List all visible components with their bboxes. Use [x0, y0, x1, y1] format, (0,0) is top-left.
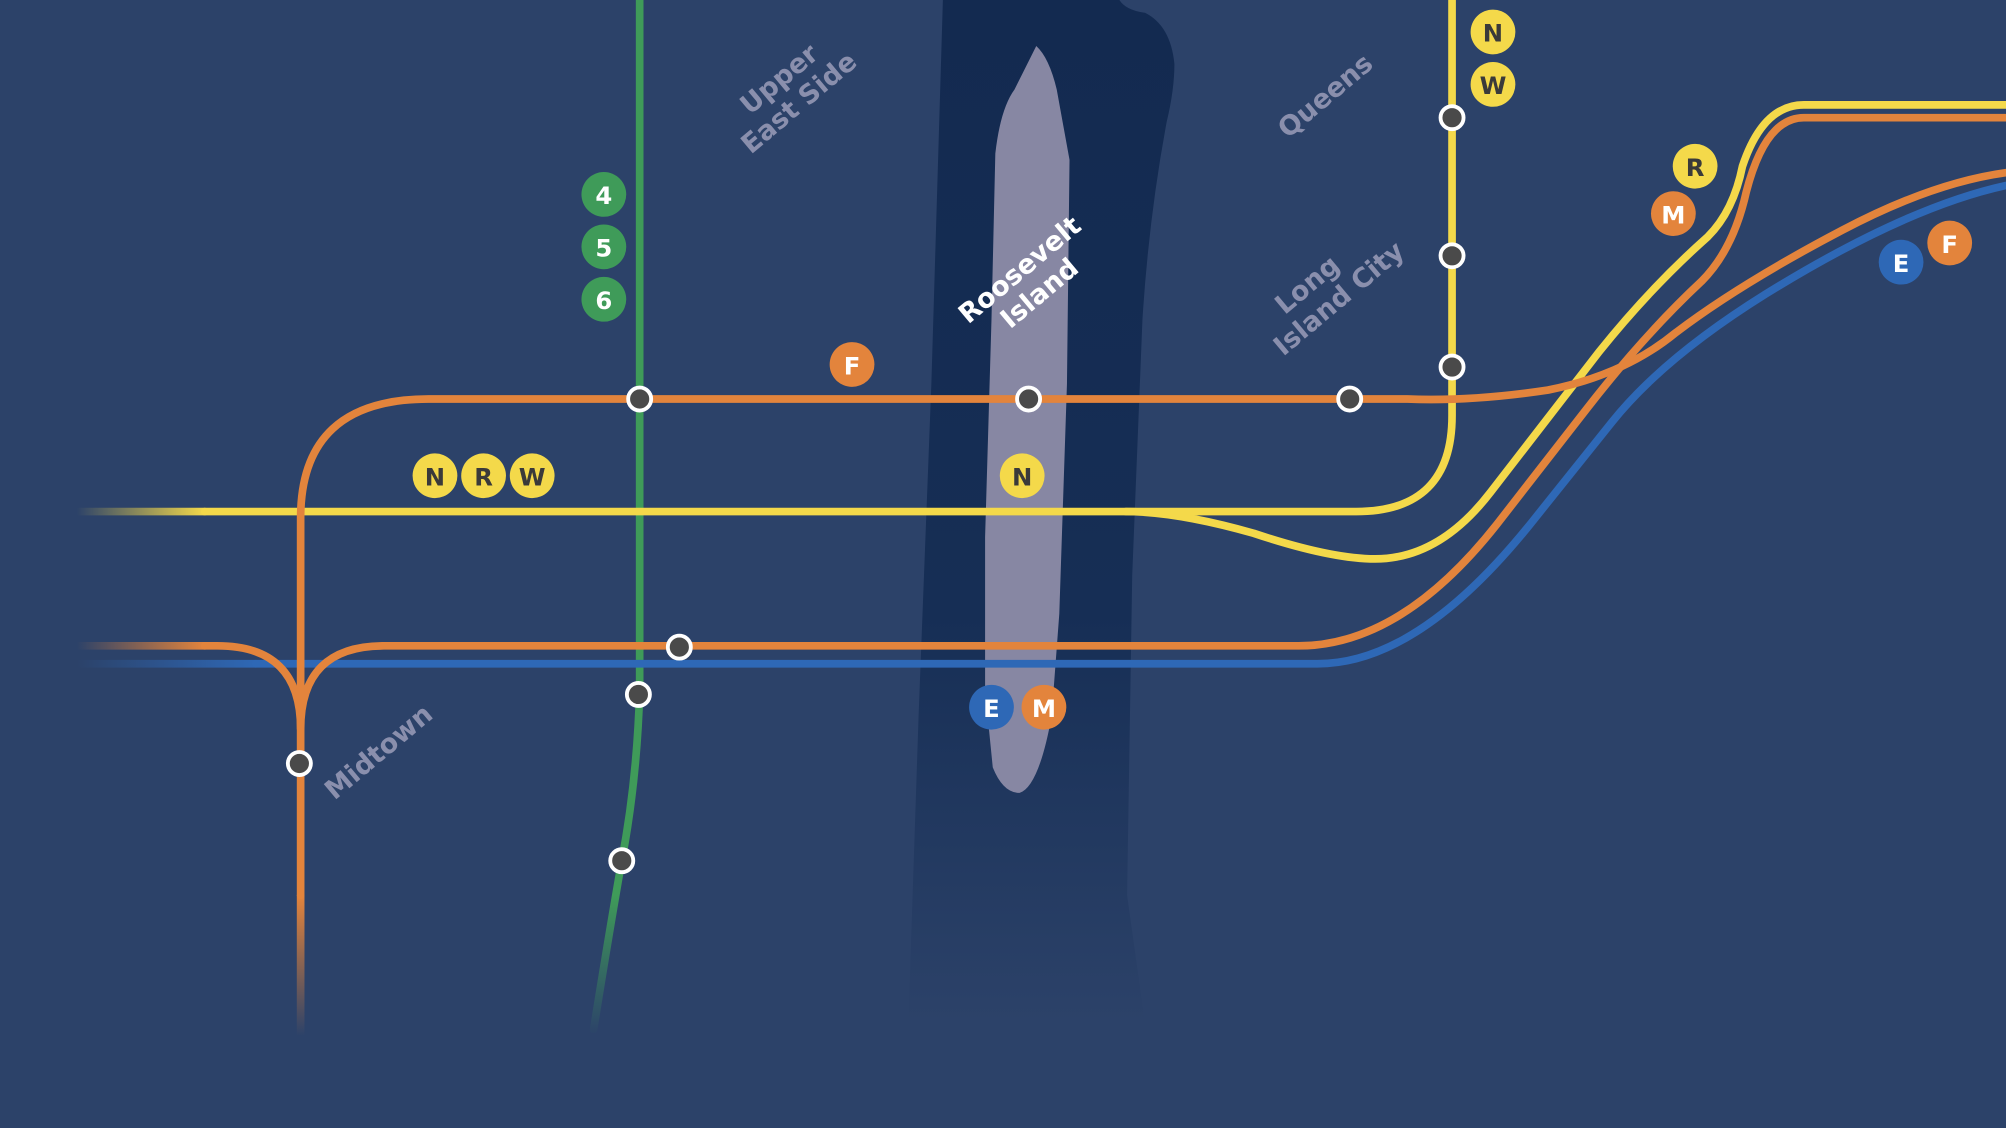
route-badge-w[interactable]: W: [509, 453, 555, 499]
roosevelt-island: [985, 46, 1070, 793]
route-badge-r[interactable]: R: [461, 453, 506, 499]
route-badge-label: R: [474, 463, 493, 492]
route-badge-circle: [1021, 684, 1067, 730]
route-badge-label: F: [1941, 230, 1958, 259]
route-badge-4[interactable]: 4: [581, 172, 627, 217]
station-marker[interactable]: [626, 385, 654, 413]
route-badge-label: M: [1661, 200, 1685, 229]
route-badge-n[interactable]: N: [1470, 9, 1516, 55]
route-badge-circle: [1650, 191, 1696, 236]
route-badge-label: F: [844, 351, 861, 380]
route-badge-f[interactable]: F: [829, 342, 875, 387]
route-badge-circle: [461, 453, 506, 499]
route-badge-circle: [969, 684, 1014, 730]
route-badge-label: E: [1893, 249, 1910, 278]
blue-line-e-main: [252, 181, 2006, 668]
route-badge-label: 5: [595, 234, 612, 263]
route-badge-n[interactable]: N: [412, 453, 458, 499]
route-badge-label: 4: [595, 181, 612, 210]
station-marker[interactable]: [608, 847, 636, 875]
route-badge-label: N: [1012, 463, 1032, 492]
route-badge-circle: [581, 172, 627, 217]
station-marker[interactable]: [1438, 104, 1466, 132]
station-marker[interactable]: [285, 750, 313, 777]
route-badge-e[interactable]: E: [1878, 239, 1924, 285]
route-badge-circle: [1878, 239, 1924, 285]
stations: [285, 104, 1466, 875]
route-badge-5[interactable]: 5: [581, 224, 627, 270]
route-badge-circle: [1927, 220, 1973, 266]
orange-line-m: [200, 113, 2006, 733]
station-marker[interactable]: [1015, 385, 1043, 413]
route-badge-label: M: [1032, 694, 1056, 723]
route-badge-circle: [829, 342, 875, 387]
station-marker[interactable]: [1438, 242, 1466, 270]
route-badge-circle: [1470, 62, 1516, 107]
yellow-line-r: [1121, 101, 2006, 563]
route-badge-circle: [999, 453, 1045, 499]
route-badge-m[interactable]: M: [1021, 684, 1067, 730]
route-badge-circle: [1672, 143, 1718, 189]
route-badge-circle: [509, 453, 555, 499]
route-badge-e[interactable]: E: [969, 684, 1014, 730]
route-badge-circle: [581, 224, 627, 270]
station-marker[interactable]: [624, 681, 652, 708]
route-badge-6[interactable]: 6: [581, 276, 627, 322]
yellow-line-nw: [200, 0, 1456, 516]
route-badge-label: N: [1483, 19, 1503, 48]
route-badge-circle: [412, 453, 458, 499]
route-badge-label: N: [425, 463, 445, 492]
route-badge-label: E: [983, 694, 1000, 723]
route-badge-circle: [581, 276, 627, 322]
route-badge-n[interactable]: N: [999, 453, 1045, 499]
route-badge-f[interactable]: F: [1927, 220, 1973, 266]
station-marker[interactable]: [1438, 353, 1466, 381]
station-marker[interactable]: [1336, 385, 1364, 413]
route-badge-m[interactable]: M: [1650, 191, 1696, 236]
route-badge-r[interactable]: R: [1672, 143, 1718, 189]
route-badge-circle: [1470, 9, 1516, 55]
route-badge-label: W: [1480, 71, 1507, 100]
route-badge-label: 6: [595, 286, 612, 315]
route-badge-label: R: [1686, 153, 1705, 182]
station-marker[interactable]: [665, 633, 693, 661]
route-badge-w[interactable]: W: [1470, 62, 1516, 107]
green-line-456-fade: [589, 856, 626, 1034]
route-badge-label: W: [519, 463, 546, 492]
